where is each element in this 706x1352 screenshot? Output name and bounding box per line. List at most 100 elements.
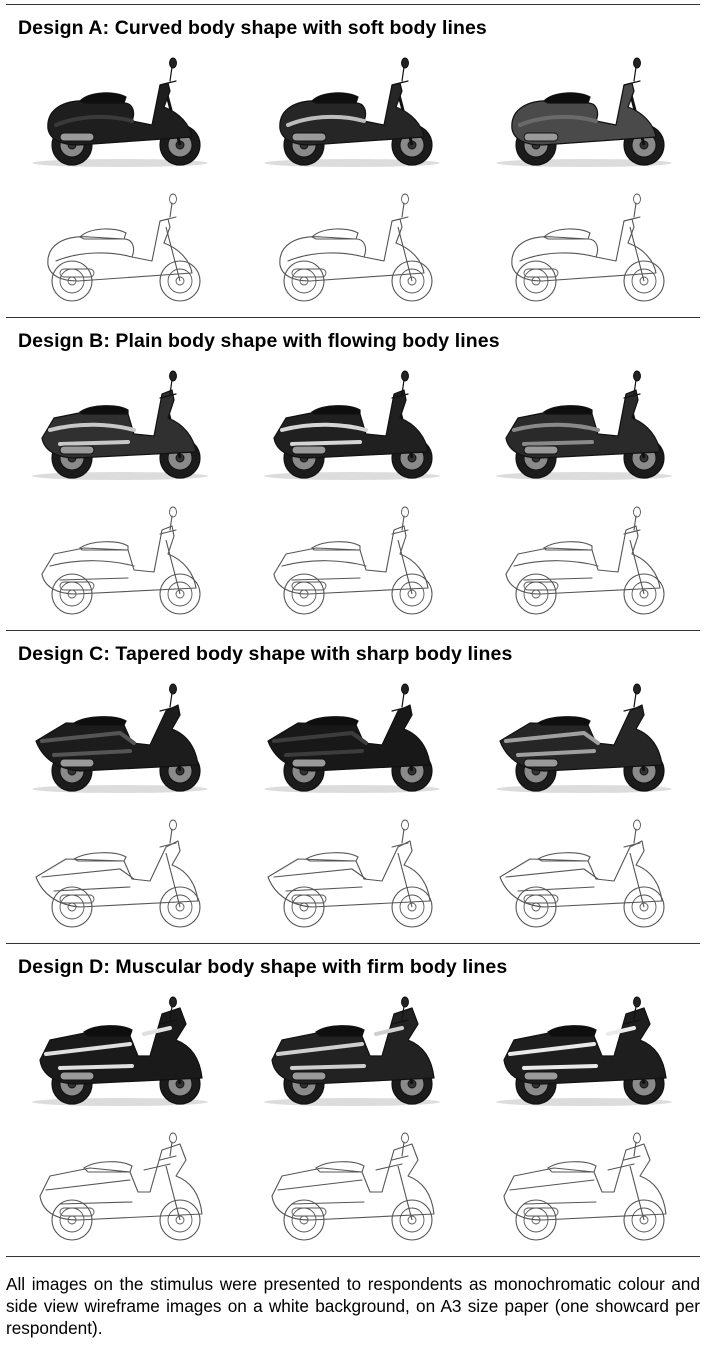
exhaust <box>59 758 95 768</box>
seat <box>536 852 591 862</box>
front-wheel <box>159 573 201 615</box>
body-lines <box>280 422 368 446</box>
rear-wheel <box>283 1199 325 1241</box>
scooter-body <box>273 389 429 459</box>
front-wheel <box>623 1199 665 1241</box>
body-lines <box>512 422 600 446</box>
exhaust <box>523 132 559 142</box>
body-lines <box>519 252 597 262</box>
scooter-wireframe-a3 <box>484 181 684 311</box>
handlebar <box>391 202 409 222</box>
seat <box>72 852 127 862</box>
handlebar <box>623 828 641 848</box>
rear-wheel <box>283 573 325 615</box>
scooter-illustration <box>264 996 440 1106</box>
wheel-hub <box>639 902 649 912</box>
exhaust <box>59 132 95 142</box>
scooter-illustration <box>32 683 208 793</box>
mirror <box>633 683 641 695</box>
body-lines <box>45 1163 171 1205</box>
wheel-rim <box>631 894 657 920</box>
scooter-illustration <box>496 683 672 793</box>
wheel-hub <box>531 902 541 912</box>
exhaust <box>59 581 95 591</box>
body-lines <box>40 730 136 757</box>
figure-caption: All images on the stimulus were presente… <box>6 1274 700 1338</box>
exhaust <box>59 1071 95 1081</box>
handlebar <box>623 692 641 712</box>
scooter-body <box>41 525 197 595</box>
wheel-hub <box>67 902 77 912</box>
rear-wheel <box>515 886 557 928</box>
scooter-illustration <box>505 506 665 615</box>
wheel-rim <box>399 268 425 294</box>
wheel-hub <box>639 589 649 599</box>
rear-wheel <box>515 573 557 615</box>
scooter-body <box>279 218 425 282</box>
scooter-wireframe-d3 <box>484 1120 684 1250</box>
scooter-illustration <box>264 57 440 167</box>
front-fork <box>165 852 181 908</box>
scooter-body <box>505 389 661 459</box>
rear-wheel <box>51 1199 93 1241</box>
wheel-hub <box>407 276 417 286</box>
scooter-body <box>511 218 657 282</box>
scooter-grid-a <box>6 45 700 313</box>
seat <box>79 405 129 415</box>
exhaust <box>523 445 559 455</box>
scooter-wireframe-c1 <box>20 807 220 937</box>
handlebar <box>391 379 409 399</box>
seat <box>79 228 127 240</box>
mirror <box>169 996 177 1008</box>
rear-wheel <box>283 260 325 302</box>
seat <box>542 92 591 104</box>
scooter-illustration <box>35 819 201 928</box>
mirror <box>401 193 409 205</box>
front-fork <box>629 1165 645 1221</box>
seat <box>83 1161 133 1173</box>
rear-wheel <box>51 573 93 615</box>
wheel-rim <box>399 1207 425 1233</box>
seat <box>536 716 591 726</box>
scooter-wireframe-c2 <box>252 807 452 937</box>
mirror <box>169 506 177 518</box>
front-fork <box>397 1165 413 1221</box>
mirror <box>169 1132 177 1144</box>
exhaust <box>291 1071 327 1081</box>
scooter-illustration <box>496 370 672 480</box>
front-fork <box>629 226 645 282</box>
handlebar <box>159 828 177 848</box>
handlebar <box>391 692 409 712</box>
top-rule <box>6 4 700 5</box>
body-lines <box>48 422 136 446</box>
handlebar <box>623 1005 641 1025</box>
wheel-rim <box>167 1207 193 1233</box>
scooter-illustration <box>511 193 665 302</box>
section-divider <box>6 943 700 944</box>
design-section-d: Design D: Muscular body shape with firm … <box>6 944 700 1256</box>
handlebar <box>391 1005 409 1025</box>
front-wheel <box>159 886 201 928</box>
front-wheel <box>623 260 665 302</box>
wheel-hub <box>639 276 649 286</box>
body-lines <box>518 114 598 127</box>
wheel-hub <box>175 902 185 912</box>
scooter-body <box>273 525 429 595</box>
body-lines <box>54 114 134 127</box>
scooter-photo-c1 <box>20 671 220 801</box>
mirror <box>169 683 177 695</box>
front-fork <box>165 539 181 595</box>
scooter-photo-b3 <box>484 358 684 488</box>
scooter-body <box>505 525 661 595</box>
wheel-hub <box>175 1215 185 1225</box>
seat <box>547 1025 597 1037</box>
scooter-illustration <box>264 683 440 793</box>
figure: Design A: Curved body shape with soft bo… <box>6 4 700 1257</box>
handlebar <box>159 66 177 86</box>
seat <box>311 228 359 240</box>
handlebar <box>623 515 641 535</box>
section-title-b: Design B: Plain body shape with flowing … <box>18 330 500 352</box>
scooter-photo-d1 <box>20 984 220 1114</box>
handlebar <box>391 66 409 86</box>
handlebar <box>391 828 409 848</box>
